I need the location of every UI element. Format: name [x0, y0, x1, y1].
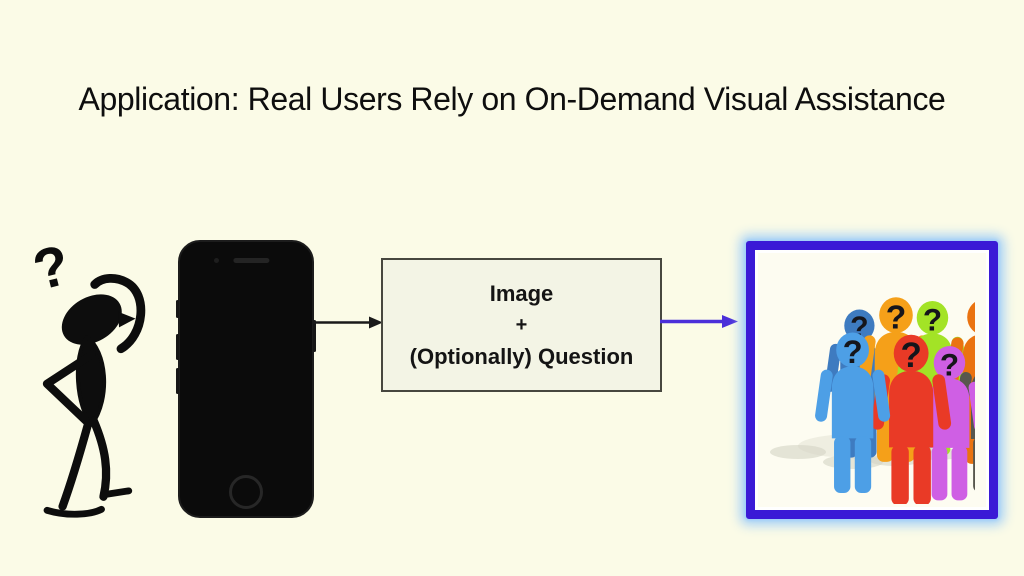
stick-person-body	[42, 274, 146, 518]
confused-person-icon: ?	[27, 233, 146, 518]
phone-camera	[214, 258, 219, 263]
input-box-line-question: (Optionally) Question	[409, 343, 634, 369]
input-box: Image + (Optionally) Question	[381, 258, 662, 392]
phone-home-button	[229, 475, 263, 509]
smartphone-icon	[176, 240, 316, 518]
crowd-panel: ?	[746, 241, 998, 519]
arrow-right-icon	[312, 316, 383, 329]
crowd-of-people-icon: ?	[770, 297, 975, 504]
phone-volume-up-button	[176, 334, 179, 360]
input-box-plus: +	[515, 313, 528, 336]
input-box-line-image: Image	[489, 280, 554, 306]
blue-arrow-right-icon	[660, 315, 738, 328]
question-mark-icon: ?	[27, 233, 76, 302]
phone-mute-switch	[176, 300, 179, 318]
phone-power-button	[313, 320, 316, 352]
slide-title: Application: Real Users Rely on On-Deman…	[78, 81, 946, 117]
phone-speaker	[233, 258, 270, 263]
phone-volume-down-button	[176, 368, 179, 394]
